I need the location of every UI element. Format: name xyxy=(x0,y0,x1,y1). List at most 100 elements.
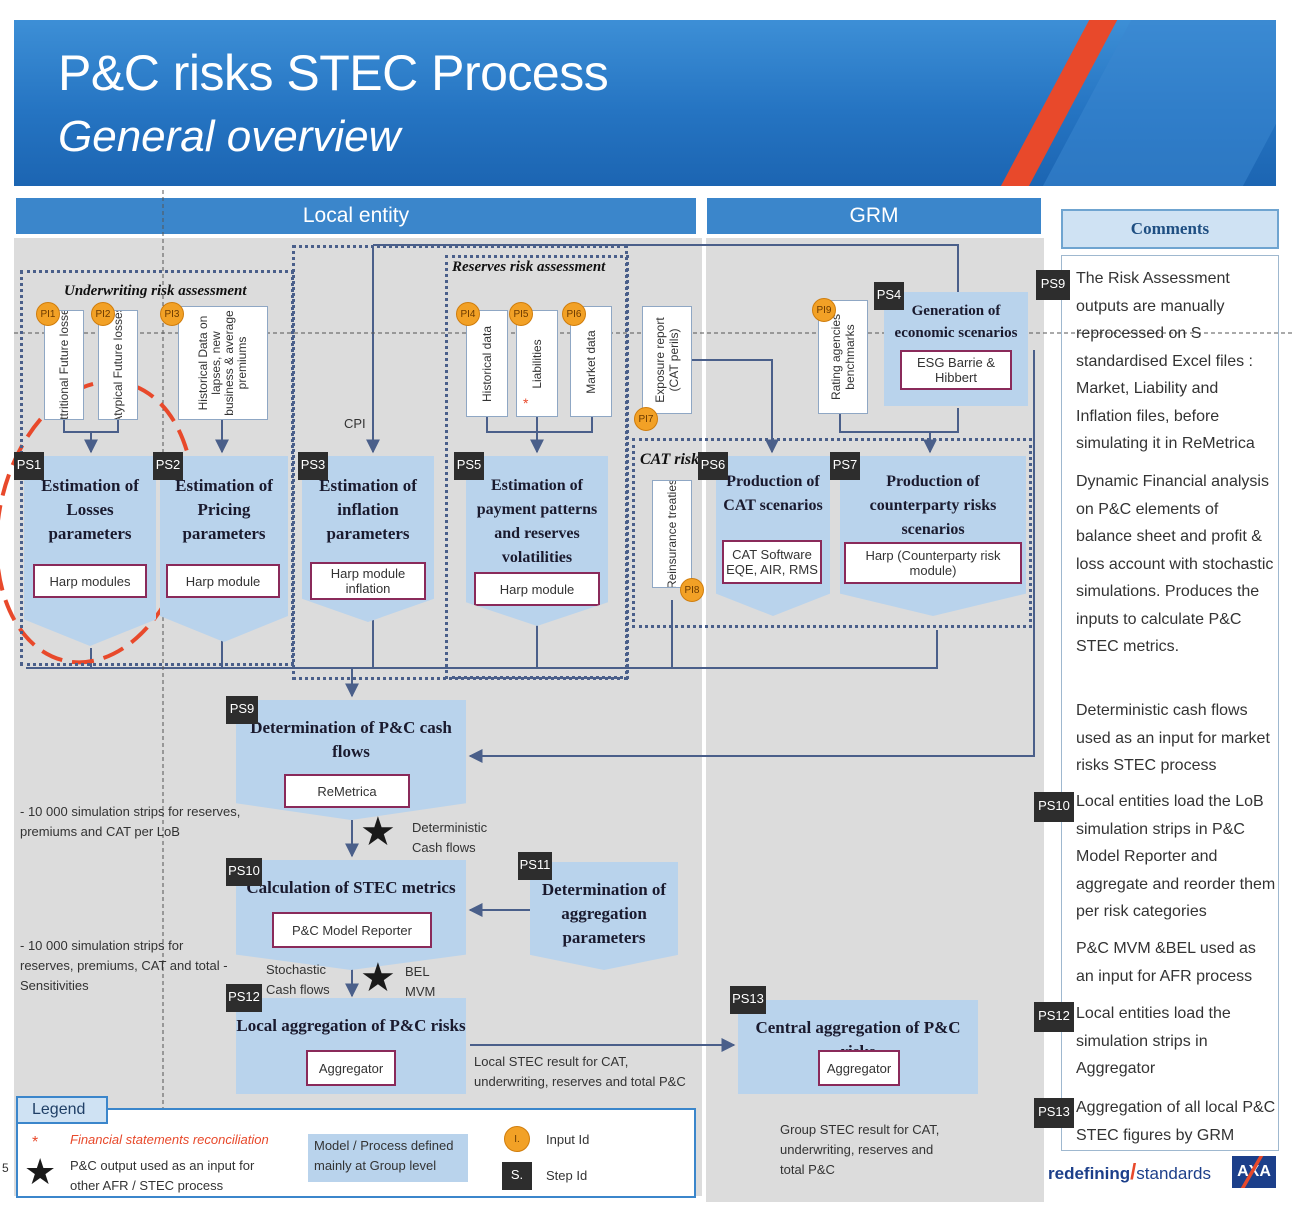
tagline-redefining: redefining xyxy=(1048,1164,1131,1183)
step-id-ps3: PS3 xyxy=(298,452,328,480)
legend-asterisk: * xyxy=(32,1134,39,1151)
ps3-title: Estimation of inflation parameters xyxy=(319,476,417,543)
ps3-tool: Harp module inflation xyxy=(310,562,426,600)
input-id-pi6: PI6 xyxy=(562,302,586,326)
tagline-slash: / xyxy=(1130,1159,1137,1184)
legend-model-group: Model / Process defined mainly at Group … xyxy=(308,1134,468,1182)
legend-financial-reconciliation: Financial statements reconciliation xyxy=(70,1132,269,1147)
reconciliation-asterisk: * xyxy=(523,395,529,411)
ps2-title: Estimation of Pricing parameters xyxy=(175,476,273,543)
comment-id-ps13: PS13 xyxy=(1034,1098,1074,1128)
ps10-title: Calculation of STEC metrics xyxy=(246,878,456,897)
page-title: P&C risks STEC Process xyxy=(58,45,609,101)
comment-id-ps12: PS12 xyxy=(1034,1002,1074,1032)
step-ps4-block: Generation of economic scenarios ESG Bar… xyxy=(884,292,1028,406)
legend-title: Legend xyxy=(16,1096,108,1124)
comment-deterministic: Deterministic cash flows used as an inpu… xyxy=(1076,702,1270,774)
bel-mvm-note: BEL MVM xyxy=(405,964,436,999)
step-ps3-block: Estimation of inflation parameters Harp … xyxy=(302,456,434,622)
grm-header: GRM xyxy=(707,198,1041,234)
input-id-pi4: PI4 xyxy=(456,302,480,326)
comment-id-ps9: PS9 xyxy=(1036,270,1070,300)
step-ps9-block: Determination of P&C cash flows ReMetric… xyxy=(236,700,466,820)
step-ps6-block: Production of CAT scenarios CAT Software… xyxy=(716,456,830,616)
input-reinsurance-treaties: Reinsurance treaties xyxy=(652,480,692,588)
ps6-title: Production of CAT scenarios xyxy=(723,473,823,514)
input-id-pi7: PI7 xyxy=(634,407,658,431)
step-ps10-block: Calculation of STEC metrics P&C Model Re… xyxy=(236,860,466,970)
input-id-pi1: PI1 xyxy=(36,302,60,326)
step-ps11-block: Determination of aggregation parameters xyxy=(530,862,678,970)
tagline-standards: standards xyxy=(1136,1164,1211,1183)
ps13-tool: Aggregator xyxy=(818,1050,900,1086)
page-subtitle: General overview xyxy=(58,112,401,161)
step-ps12-block: Local aggregation of P&C risks Aggregato… xyxy=(236,998,466,1094)
ps7-tool: Harp (Counterparty risk module) xyxy=(844,542,1022,584)
page-number: 5 xyxy=(2,1161,9,1175)
input-id-pi8: PI8 xyxy=(680,578,704,602)
input-historical-data: Historical data xyxy=(466,310,508,417)
legend-step-id: Step Id xyxy=(546,1168,588,1183)
ps2-tool: Harp module xyxy=(166,564,280,598)
comments-panel xyxy=(1061,255,1279,1151)
ps5-title: Estimation of payment patterns and reser… xyxy=(476,477,598,566)
step-id-ps9: PS9 xyxy=(226,696,258,724)
star-icon: ★ xyxy=(24,1151,57,1192)
group-result-note: Group STEC result for CAT, underwriting,… xyxy=(780,1122,940,1177)
input-id-pi5: PI5 xyxy=(509,302,533,326)
ps7-title: Production of counterparty risks scenari… xyxy=(869,473,997,538)
ps4-tool: ESG Barrie & Hibbert xyxy=(900,350,1012,390)
ps11-title: Determination of aggregation parameters xyxy=(541,880,667,947)
reserves-section-frame xyxy=(445,255,629,679)
cpi-label: CPI xyxy=(344,416,366,431)
step-id-ps7: PS7 xyxy=(830,452,860,480)
legend-box: Legend * Financial statements reconcilia… xyxy=(16,1096,696,1198)
cat-section-title: CAT risk xyxy=(640,451,700,468)
comment-mvm-bel: P&C MVM &BEL used as an input for AFR pr… xyxy=(1076,940,1256,985)
reserves-section-title: Reserves risk assessment xyxy=(452,259,606,275)
step-ps13-block: Central aggregation of P&C risks Aggrega… xyxy=(738,1000,978,1094)
deterministic-cashflows-note: Deterministic Cash flows xyxy=(412,820,488,855)
comment-id-ps10: PS10 xyxy=(1034,792,1074,822)
step-ps2-block: Estimation of Pricing parameters Harp mo… xyxy=(160,456,288,642)
step-ps7-block: Production of counterparty risks scenari… xyxy=(840,456,1026,616)
step-id-ps5: PS5 xyxy=(454,452,484,480)
step-id-ps10: PS10 xyxy=(226,858,262,886)
step-id-ps2: PS2 xyxy=(153,452,183,480)
ps6-tool: CAT Software EQE, AIR, RMS xyxy=(722,540,822,584)
input-exposure-report: Exposure report (CAT perils) xyxy=(642,306,692,414)
strips-note-2: - 10 000 simulation strips for reserves,… xyxy=(20,938,228,993)
step-ps5-block: Estimation of payment patterns and reser… xyxy=(466,456,608,626)
ps5-tool: Harp module xyxy=(474,572,600,606)
legend-step-symbol: S. xyxy=(502,1162,532,1190)
step-id-ps13: PS13 xyxy=(730,986,766,1014)
title-banner: P&C risks STEC Process General overview xyxy=(14,20,1276,186)
local-result-note: Local STEC result for CAT, underwriting,… xyxy=(474,1054,686,1089)
comment-ps12: Local entities load the simulation strip… xyxy=(1076,1005,1231,1077)
step-id-ps6: PS6 xyxy=(698,452,728,480)
axa-logo: AXA xyxy=(1232,1156,1276,1188)
input-id-pi3: PI3 xyxy=(160,302,184,326)
ps10-tool: P&C Model Reporter xyxy=(272,912,432,948)
star-icon: ★ xyxy=(360,956,396,1000)
cat-section-frame xyxy=(632,438,1032,628)
ps9-title: Determination of P&C cash flows xyxy=(250,718,452,761)
step-id-ps1: PS1 xyxy=(14,452,44,480)
comment-dfa: Dynamic Financial analysis on P&C elemen… xyxy=(1076,473,1274,655)
stochastic-cashflows-note: Stochastic Cash flows xyxy=(266,962,330,997)
comment-ps13: Aggregation of all local P&C STEC figure… xyxy=(1076,1099,1276,1144)
underwriting-section-title: Underwriting risk assessment xyxy=(64,283,247,299)
step-ps1-block: Estimation of Losses parameters Harp mod… xyxy=(24,456,156,646)
input-liabilities: Liabilities* xyxy=(516,310,558,417)
step-id-ps12: PS12 xyxy=(226,984,262,1012)
comment-ps10: Local entities load the LoB simulation s… xyxy=(1076,793,1276,920)
star-icon: ★ xyxy=(360,810,396,854)
ps1-title: Estimation of Losses parameters xyxy=(41,476,139,543)
local-entity-header: Local entity xyxy=(16,198,696,234)
comments-header: Comments xyxy=(1061,209,1279,249)
step-id-ps11: PS11 xyxy=(518,852,552,880)
legend-star-meaning: P&C output used as an input for other AF… xyxy=(70,1158,255,1193)
legend-input-id: Input Id xyxy=(546,1132,590,1147)
ps9-tool: ReMetrica xyxy=(284,774,410,808)
legend-input-symbol: I. xyxy=(504,1126,530,1152)
